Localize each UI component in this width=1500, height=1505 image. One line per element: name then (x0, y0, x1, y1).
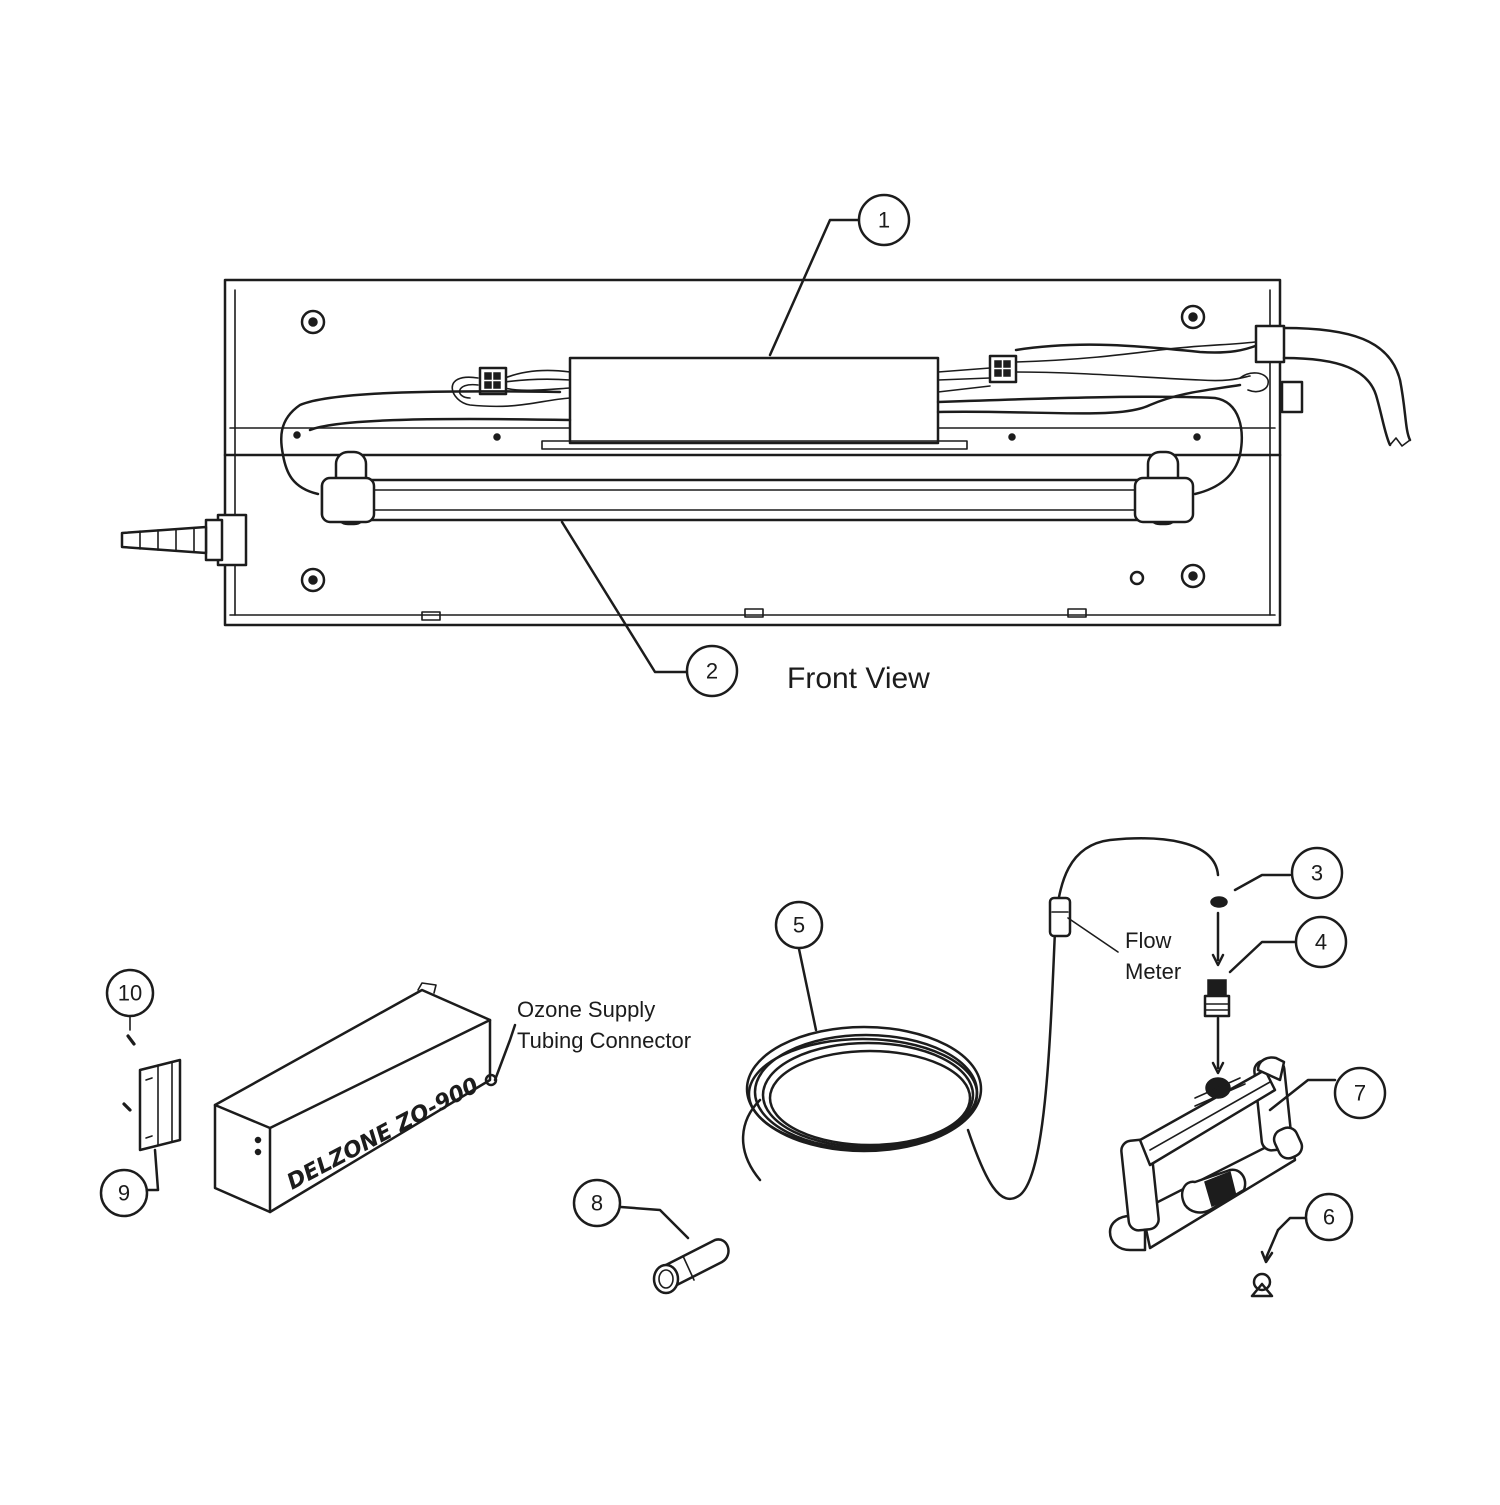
svg-text:1: 1 (878, 208, 890, 233)
callout-3: 3 (1233, 846, 1344, 900)
svg-text:10: 10 (118, 981, 142, 1006)
flow-meter-label: Flow Meter (1067, 917, 1181, 984)
svg-text:6: 6 (1323, 1205, 1335, 1230)
front-view-assembly: 1 2 Front View (120, 193, 1412, 698)
callout-5: 5 (774, 900, 824, 1032)
svg-text:7: 7 (1354, 1081, 1366, 1106)
callout-7: 7 (1268, 1066, 1387, 1120)
svg-text:9: 9 (118, 1181, 130, 1206)
hose-barb-fitting (120, 513, 248, 567)
mounting-bracket (122, 1034, 182, 1152)
power-cord (1254, 324, 1412, 447)
front-view-caption: Front View (787, 662, 930, 695)
callout-6: 6 (1276, 1192, 1354, 1242)
svg-text:Meter: Meter (1125, 959, 1181, 984)
bottom-tabs (421, 608, 1087, 621)
mounting-screw (1250, 1228, 1280, 1298)
coiled-tubing (741, 837, 1220, 1201)
svg-text:Tubing Connector: Tubing Connector (517, 1028, 691, 1053)
ballast-box (568, 356, 940, 445)
callout-8: 8 (572, 1178, 690, 1240)
callout-10: 10 (105, 968, 155, 1031)
ballast-base (541, 440, 968, 450)
callout-1: 1 (768, 193, 911, 357)
svg-text:Ozone Supply: Ozone Supply (517, 997, 655, 1022)
ballast-wiring (280, 341, 1269, 496)
callout-2: 2 (560, 520, 739, 698)
ozone-supply-label: Ozone Supply Tubing Connector (517, 997, 691, 1053)
check-valve-fitting (1203, 896, 1231, 1075)
svg-text:Flow: Flow (1125, 928, 1172, 953)
svg-text:8: 8 (591, 1191, 603, 1216)
svg-text:3: 3 (1311, 861, 1323, 886)
svg-text:5: 5 (793, 913, 805, 938)
pipe-coupling (652, 1238, 730, 1295)
rail-rivets (293, 431, 1201, 441)
svg-text:2: 2 (706, 659, 718, 684)
callout-9: 9 (99, 1148, 160, 1218)
uv-lamp (320, 450, 1195, 526)
housing-outline (223, 278, 1282, 627)
screw-heads (300, 304, 1206, 593)
svg-text:4: 4 (1315, 930, 1327, 955)
injector-manifold (1108, 1056, 1304, 1252)
ozone-generator-unit: DELZONE ZO-900 (213, 982, 517, 1214)
callout-4: 4 (1228, 915, 1348, 974)
